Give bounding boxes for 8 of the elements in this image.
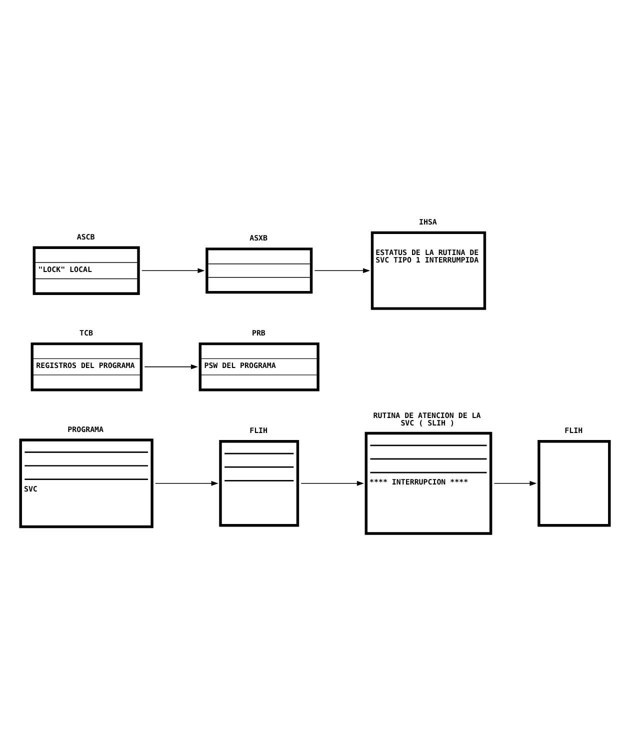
arrow (141, 268, 205, 274)
node-box (219, 440, 300, 527)
arrow (314, 268, 370, 274)
node-box (538, 440, 611, 527)
arrow (144, 364, 198, 370)
arrow (155, 480, 218, 486)
arrow (494, 480, 537, 486)
arrow (300, 480, 364, 486)
